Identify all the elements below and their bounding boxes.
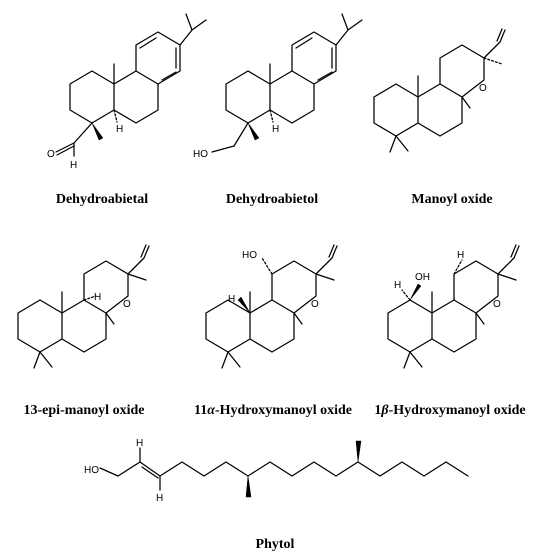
structure-phytol: HO H H [84,438,469,504]
structure-11a-hydroxymanoyl-oxide: HO H O [205,244,338,369]
hydrogen-label: H [94,292,101,303]
oxygen-label: O [47,149,55,160]
molecule-name-manoyl-oxide: Manoyl oxide [411,192,492,207]
oxygen-label: O [493,299,501,310]
hydrogen-label: H [136,438,143,449]
molecule-name-dehydroabietal: Dehydroabietal [56,192,148,207]
molecule-name-dehydroabietol: Dehydroabietol [226,192,318,207]
hydroxyl-label: OH [415,272,430,283]
hydrogen-label: H [156,493,163,504]
hydroxyl-label: HO [193,149,208,160]
hydrogen-label: H [116,124,123,135]
structure-13-epi-manoyl-oxide: H O [17,244,150,369]
oxygen-label: O [311,299,319,310]
structure-dehydroabietol: HO H [193,13,363,160]
molecule-name-13-epi-manoyl-oxide: 13-epi-manoyl oxide [24,403,145,418]
molecule-name-1b-hydroxymanoyl-oxide: 1β-Hydroxymanoyl oxide [374,403,525,418]
molecule-name-phytol: Phytol [256,537,295,552]
structure-dehydroabietal: O H H [47,13,207,171]
hydrogen-label: H [457,250,464,261]
hydrogen-label: H [70,160,77,171]
hydroxyl-label: HO [242,250,257,261]
hydrogen-label: H [272,124,279,135]
hydroxyl-label: HO [84,465,99,476]
molecule-name-11a-hydroxymanoyl-oxide: 11α-Hydroxymanoyl oxide [194,403,352,418]
hydrogen-label: H [228,294,235,305]
oxygen-label: O [123,299,131,310]
structure-1b-hydroxymanoyl-oxide: OH H H O [387,244,520,369]
oxygen-label: O [479,83,487,94]
hydrogen-label: H [394,280,401,291]
structure-manoyl-oxide: O [373,28,506,153]
